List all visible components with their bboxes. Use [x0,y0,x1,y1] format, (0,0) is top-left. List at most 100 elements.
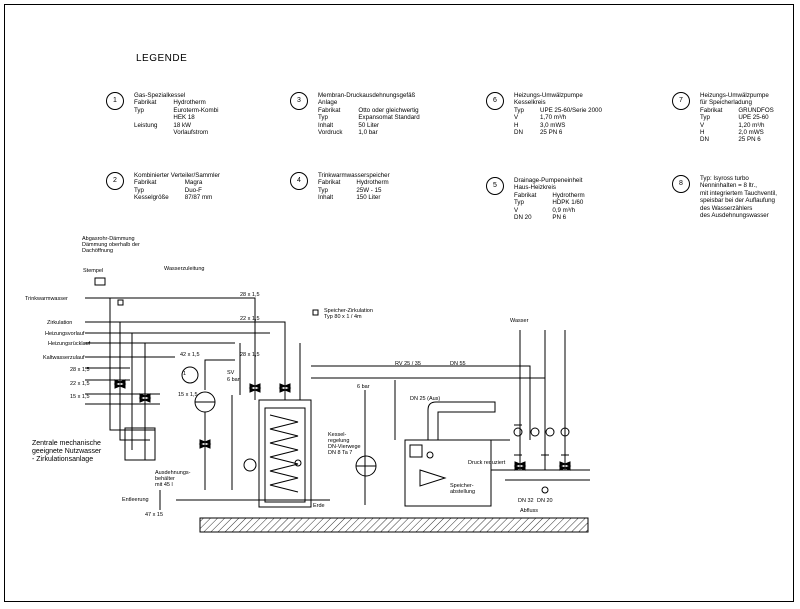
spec-key: Leistung [134,121,158,129]
legend-item-heading: Kombinierter Verteiler/Sammler [134,172,220,179]
spec-key: V [700,121,705,129]
legend-item-heading: mit integriertem Tauchventil, [700,189,777,197]
spec-key: Typ [318,114,328,122]
legend-item-heading: Drainage-Pumpeneinheit [514,177,583,184]
spec-value: Hydrotherm [356,179,389,187]
spec-value: UPE 25-60 [738,114,769,122]
legend-item-heading: Haus-Heizkreis [514,184,556,192]
legend-item-heading: speisbar bei der Auflaufung [700,197,775,205]
spec-value: 50 Liter [358,121,380,129]
legend-item-heading: Gas-Spezialkessel [134,92,186,99]
spec-value: Otto oder gleichwertig [358,106,419,114]
flue-pipe [427,401,496,440]
spec-value: HDPK 1/60 [552,199,584,207]
spec-key: DN 20 [514,214,532,222]
pressure-label: 6 bar [357,384,370,390]
spec-key: V [514,206,519,214]
spec-key: Typ [134,186,144,194]
legend-item-heading: Kesselkreis [514,99,546,107]
gas-boiler [404,439,492,507]
dim-22-label: 22 x 1,5 [70,381,90,387]
dim-28c-label: 28 x 1,5 [240,352,260,358]
spec-key: Fabrikat [134,99,157,107]
spec-key: H [514,121,519,129]
spec-value: 1,70 m³/h [539,114,567,122]
spec-key: Fabrikat [318,106,341,114]
dim-28b-label: 28 x 1,5 [240,292,260,298]
sv-pressure-label: 6 bar [227,377,240,383]
spec-value: Expansomat Standard [358,114,420,122]
spec-key: Inhalt [318,121,334,129]
drawing-frame [4,4,794,602]
sv-label: SV [227,370,235,376]
dim-28-label: 28 x 1,5 [70,367,90,373]
legend-item-number: 2 [106,172,124,190]
water-label: Wasser [510,318,529,324]
spec-key: Typ [700,114,710,122]
spec-value: Duo-F [184,186,202,194]
spec-key: DN [514,129,523,137]
spec-key: Vordruck [318,129,343,137]
spec-key: Inhalt [318,194,334,202]
drain-size-label: 47 x 15 [145,512,164,518]
spec-value: Hydrotherm [173,99,206,107]
spec-value: 150 Liter [356,194,381,202]
spec-value: PN 6 [552,214,567,222]
spec-value: 1,0 bar [358,129,378,137]
spec-value: 25 PN 6 [539,129,563,137]
spec-key: Kesselgröße [134,194,169,202]
legend-item-number: 6 [486,92,504,110]
dn20-label: DN 20 [537,498,553,504]
spec-key: Fabrikat [700,106,723,114]
legend-item-number: 3 [290,92,308,110]
cold-water-inlet-label: Kaltwasserzulauf [43,355,85,361]
spec-key: Typ [514,106,524,114]
legend-item-number: 8 [672,175,690,193]
boiler-control-note: Kessel- regelung DN-Vierwege DN 8 Ta 7 [328,432,361,456]
heating-flow-label: Heizungsvorlauf [45,331,85,337]
house-circuit-label: Speicher- abstellung [450,483,476,495]
legend-item-heading: Heizungs-Umwälzpumpe [700,92,769,99]
expansion-note: Ausdehnungs- behälter mit 45 l [155,470,191,488]
dn32-label: DN 32 [518,498,534,504]
spec-value: 18 kW [173,121,191,129]
drain-label: Entleerung [122,497,149,503]
dim-15-label: 15 x 1,5 [70,394,90,400]
spec-value: 2,0 mWS [738,129,764,137]
spec-key: Fabrikat [134,179,157,187]
hot-water-label: Trinkwarmwasser [25,296,68,302]
pressure-reduced-label: Druck reduziert [468,460,506,466]
spec-value: GRUNDFOS [738,106,774,114]
spec-value: Euroterm-Kombi [173,106,219,114]
spec-key: Typ [514,199,524,207]
legend-title: LEGENDE [136,53,188,64]
legend-item-heading: Typ: Isyross turbo [700,175,749,182]
spec-value: HEK 18 [173,114,195,122]
spec-value: 3,0 mWS [539,121,566,129]
spec-value: Hydrotherm [552,191,585,199]
spec-value: 1,20 m³/h [738,121,765,129]
spec-value: Magra [184,179,203,187]
dim-42-label: 42 x 1,5 [180,352,200,358]
dim-15b-label: 15 x 1,5 [178,392,198,398]
spec-key: Typ [134,106,144,114]
circulation-label: Zirkulation [47,320,73,326]
legend-item-number: 1 [106,92,124,110]
spec-value: UPE 25-60/Serie 2000 [539,106,602,114]
legend-item-number: 7 [672,92,690,110]
legend-item-heading: Anlage [318,99,338,107]
floor-slab [199,517,589,533]
flue-note: Abgasrohr-Dämmung Dämmung oberhalb der D… [82,236,140,254]
rv-label: RV 25 / 35 [395,361,421,367]
circulation-system-note: Zentrale mechanische geeignete Nutzwasse… [32,440,102,463]
